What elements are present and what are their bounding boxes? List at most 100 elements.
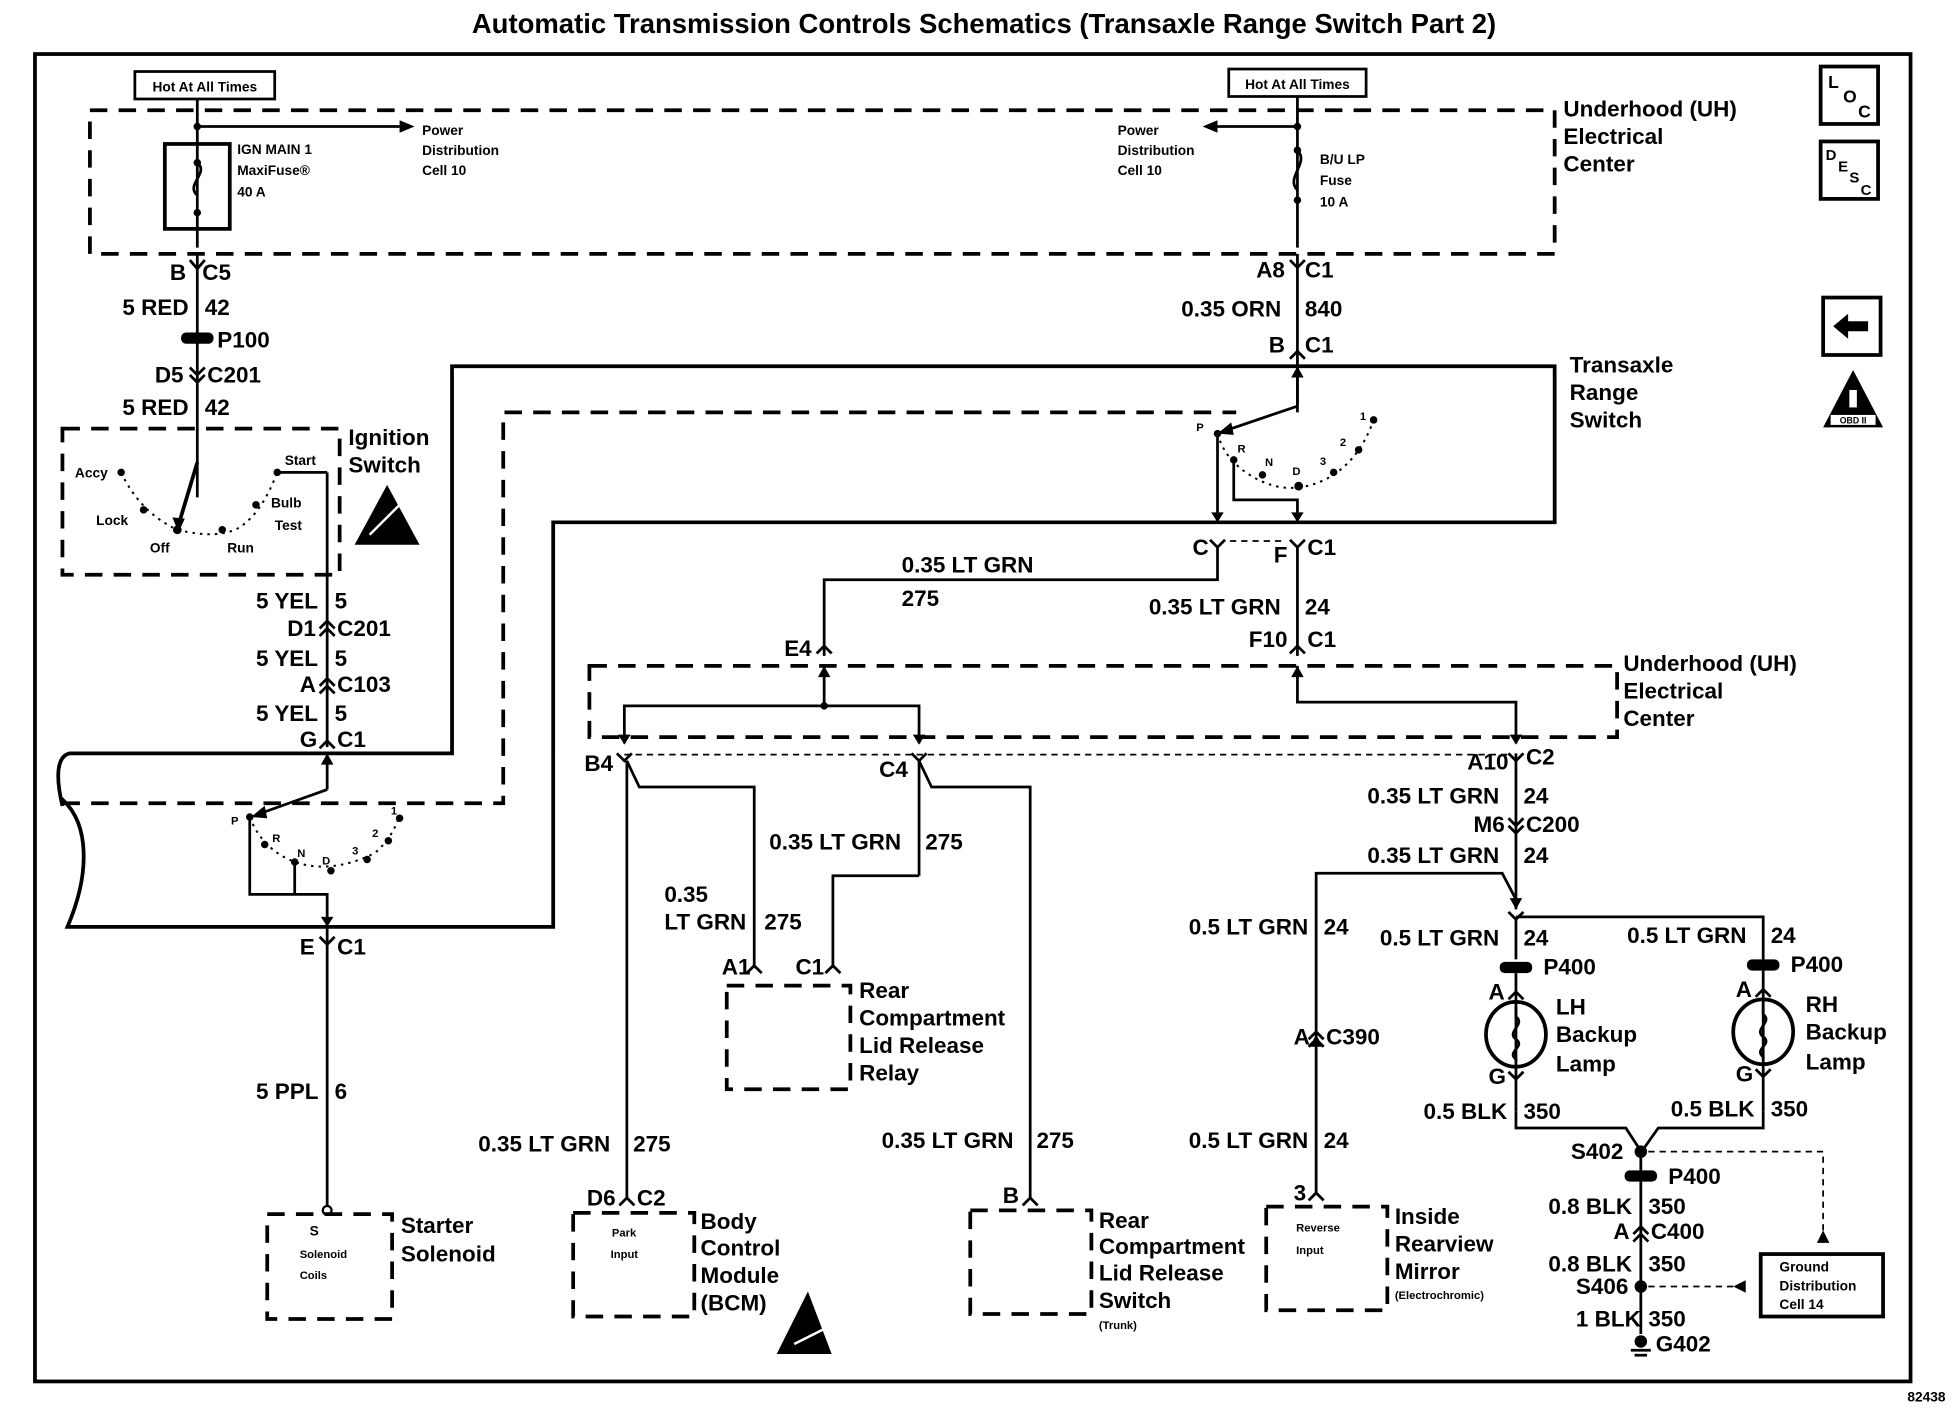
svg-text:C1: C1 xyxy=(1307,627,1336,652)
svg-text:P: P xyxy=(231,816,239,828)
esd-warning-icon xyxy=(776,1291,832,1354)
svg-text:A: A xyxy=(1736,977,1752,1002)
backup-feed: A10 C2 0.35 LT GRN 24 M6 C200 0.35 LT GR… xyxy=(1314,745,1765,1193)
orn-wire: A8 C1 0.35 ORN 840 B C1 xyxy=(1181,253,1343,413)
yel-wire-labels: 5 YEL 5 D1 C201 5 YEL 5 A C103 5 YEL 5 G… xyxy=(256,588,391,752)
svg-text:G: G xyxy=(1488,1064,1505,1089)
left-wire-chain: B C5 5 RED 42 P100 D5 C201 5 RED 42 xyxy=(122,253,270,498)
svg-text:350: 350 xyxy=(1648,1252,1686,1277)
svg-text:C1: C1 xyxy=(1305,258,1334,283)
svg-text:O: O xyxy=(1843,87,1857,107)
svg-text:275: 275 xyxy=(902,586,940,611)
svg-text:Cell 10: Cell 10 xyxy=(422,163,467,178)
svg-text:Input: Input xyxy=(611,1249,639,1261)
svg-text:Fuse: Fuse xyxy=(1320,173,1352,188)
svg-text:Run: Run xyxy=(227,540,254,555)
svg-text:5 YEL: 5 YEL xyxy=(256,701,318,726)
svg-text:G402: G402 xyxy=(1656,1331,1711,1356)
svg-text:S: S xyxy=(310,1223,319,1238)
svg-text:Starter: Starter xyxy=(401,1213,474,1238)
svg-text:5 RED: 5 RED xyxy=(122,295,188,320)
svg-text:C1: C1 xyxy=(1305,332,1334,357)
svg-text:D: D xyxy=(1826,147,1837,164)
svg-text:Switch: Switch xyxy=(1099,1288,1171,1313)
svg-text:5: 5 xyxy=(335,646,348,671)
svg-text:Input: Input xyxy=(1296,1245,1324,1257)
svg-text:Switch: Switch xyxy=(1570,407,1642,432)
svg-text:S402: S402 xyxy=(1571,1139,1623,1164)
back-arrow-icon[interactable] xyxy=(1821,295,1883,357)
svg-text:2: 2 xyxy=(372,828,378,840)
svg-text:N: N xyxy=(1265,457,1273,469)
svg-text:0.35 ORN: 0.35 ORN xyxy=(1181,296,1281,321)
inside-rearview-mirror: 0.5 LT GRN 24 A C390 0.5 LT GRN 24 3 Rev… xyxy=(1189,914,1494,1313)
svg-text:(BCM): (BCM) xyxy=(701,1290,767,1315)
loc-icon[interactable]: L O C xyxy=(1818,64,1880,126)
lid-release-switch: 0.35 LT GRN 275 B Rear Compartment Lid R… xyxy=(882,1128,1246,1332)
esd-warning-icon xyxy=(354,484,420,545)
svg-text:Lid Release: Lid Release xyxy=(859,1033,984,1058)
svg-text:10 A: 10 A xyxy=(1320,194,1349,209)
svg-text:A1: A1 xyxy=(722,954,751,979)
svg-text:A: A xyxy=(1613,1219,1629,1244)
svg-text:E4: E4 xyxy=(784,636,812,661)
svg-text:0.35 LT GRN: 0.35 LT GRN xyxy=(769,829,901,854)
svg-text:Bulb: Bulb xyxy=(271,495,301,510)
svg-text:0.5 LT GRN: 0.5 LT GRN xyxy=(1380,926,1499,951)
b4-c4-outputs: B4 C4 0.35 LT GRN 275 0.35 LT GRN 275 xyxy=(584,751,1032,1200)
svg-text:Distribution: Distribution xyxy=(1118,143,1195,158)
svg-text:Distribution: Distribution xyxy=(1779,1278,1856,1293)
svg-text:Reverse: Reverse xyxy=(1296,1223,1340,1235)
svg-text:F: F xyxy=(1274,542,1288,567)
svg-text:B/U LP: B/U LP xyxy=(1320,152,1365,167)
right-hot-box: Hot At All Times xyxy=(1227,67,1368,98)
svg-text:L: L xyxy=(1828,72,1839,92)
left-hot-box: Hot At All Times xyxy=(133,70,277,101)
svg-text:C: C xyxy=(1858,102,1871,122)
diagram-title: Automatic Transmission Controls Schemati… xyxy=(472,8,1496,39)
svg-text:C1: C1 xyxy=(337,934,366,959)
svg-text:Mirror: Mirror xyxy=(1395,1259,1460,1284)
svg-text:350: 350 xyxy=(1648,1194,1686,1219)
svg-text:M6: M6 xyxy=(1473,812,1504,837)
svg-text:A: A xyxy=(300,672,316,697)
svg-text:D: D xyxy=(1292,466,1300,478)
svg-text:LH: LH xyxy=(1556,994,1586,1019)
svg-text:6: 6 xyxy=(335,1079,348,1104)
svg-text:Center: Center xyxy=(1563,151,1634,176)
svg-text:Park: Park xyxy=(612,1228,637,1240)
svg-text:B: B xyxy=(1003,1183,1019,1208)
ground-icon xyxy=(1630,1335,1651,1357)
svg-text:5: 5 xyxy=(335,701,348,726)
svg-text:350: 350 xyxy=(1648,1306,1686,1331)
left-maxifuse: IGN MAIN 1 MaxiFuse® 40 A Power Distribu… xyxy=(162,98,499,248)
svg-text:2: 2 xyxy=(1340,437,1346,449)
svg-text:24: 24 xyxy=(1523,843,1548,868)
svg-text:840: 840 xyxy=(1305,296,1343,321)
svg-text:E: E xyxy=(1838,158,1848,175)
svg-text:24: 24 xyxy=(1771,923,1796,948)
svg-text:Underhood (UH): Underhood (UH) xyxy=(1623,651,1796,676)
svg-text:C1: C1 xyxy=(1307,535,1336,560)
svg-text:OBD II: OBD II xyxy=(1840,416,1867,426)
uh-center-label: Underhood (UH) xyxy=(1563,96,1736,121)
svg-text:Lamp: Lamp xyxy=(1556,1052,1616,1077)
svg-text:C390: C390 xyxy=(1326,1024,1380,1049)
svg-text:D5: D5 xyxy=(155,362,184,387)
svg-text:RH: RH xyxy=(1806,992,1838,1017)
svg-text:Range: Range xyxy=(1570,380,1639,405)
svg-text:R: R xyxy=(1237,443,1245,455)
svg-text:0.35 LT GRN: 0.35 LT GRN xyxy=(1367,783,1499,808)
svg-text:Rear: Rear xyxy=(859,978,909,1003)
svg-text:Accy: Accy xyxy=(75,465,108,480)
ground-circuit: S402 P400 0.8 BLK 350 A C400 0.8 BLK 350… xyxy=(1514,1111,1885,1357)
svg-text:5 YEL: 5 YEL xyxy=(256,646,318,671)
svg-text:C1: C1 xyxy=(795,954,824,979)
svg-text:Lid Release: Lid Release xyxy=(1099,1260,1224,1285)
svg-text:Backup: Backup xyxy=(1556,1022,1637,1047)
desc-icon[interactable]: D E S C xyxy=(1818,139,1880,201)
uh-center-mid: Underhood (UH) Electrical Center xyxy=(587,651,1797,756)
svg-text:24: 24 xyxy=(1324,1128,1349,1153)
svg-text:Center: Center xyxy=(1623,706,1694,731)
